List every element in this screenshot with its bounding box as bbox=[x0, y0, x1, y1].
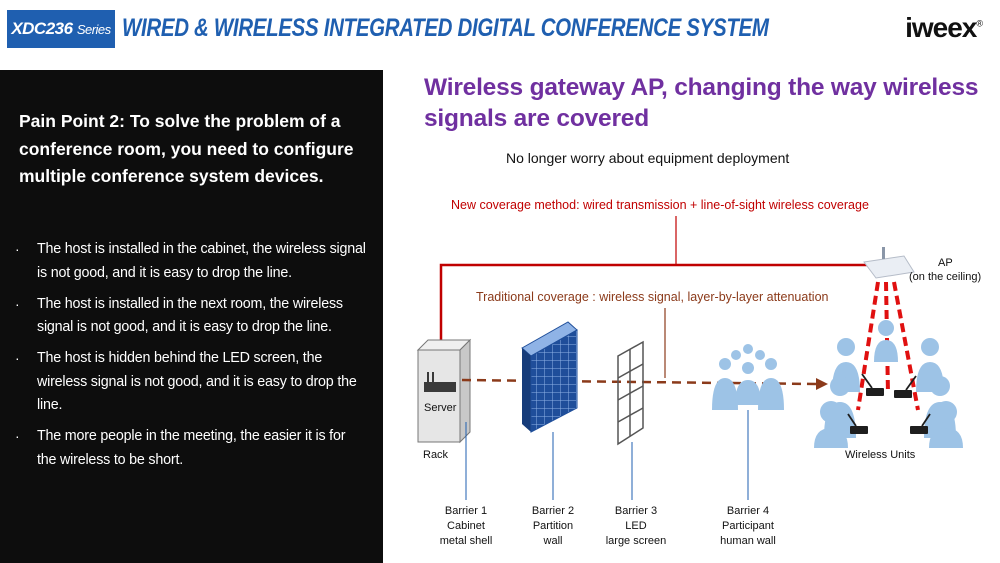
barrier-1-title: Barrier 1 bbox=[445, 505, 487, 517]
partition-wall-icon bbox=[521, 321, 578, 433]
server-label: Server bbox=[424, 402, 457, 414]
barrier-labels: Barrier 1 Cabinet metal shell Barrier 2 … bbox=[440, 505, 776, 547]
series-name: XDC236 bbox=[11, 19, 73, 38]
series-badge: XDC236 Series bbox=[7, 10, 115, 48]
list-item: The more people in the meeting, the easi… bbox=[15, 425, 367, 472]
list-item: The host is hidden behind the LED screen… bbox=[15, 347, 367, 418]
barrier-4-line2: Participant bbox=[722, 520, 774, 532]
participant-group-icon bbox=[712, 344, 784, 410]
barrier-3-title: Barrier 3 bbox=[615, 505, 657, 517]
rack-label: Rack bbox=[423, 449, 449, 461]
barrier-2-line3: wall bbox=[543, 535, 563, 547]
ap-wireless-beams bbox=[856, 281, 920, 411]
barrier-3-line3: large screen bbox=[606, 535, 667, 547]
conference-participants-icon bbox=[814, 320, 963, 448]
ap-sublabel: (on the ceiling) bbox=[909, 271, 981, 283]
subtitle: No longer worry about equipment deployme… bbox=[506, 150, 790, 166]
barrier-pointers bbox=[465, 410, 749, 500]
main-title: Wireless gateway AP, changing the way wi… bbox=[424, 74, 979, 132]
barrier-4-line3: human wall bbox=[720, 535, 776, 547]
wireless-units-label: Wireless Units bbox=[845, 449, 916, 461]
series-suffix: Series bbox=[76, 22, 111, 37]
new-coverage-label: New coverage method: wired transmission … bbox=[451, 198, 869, 212]
left-panel: Pain Point 2: To solve the problem of a … bbox=[0, 70, 383, 563]
list-item: The host is installed in the cabinet, th… bbox=[15, 238, 367, 285]
ap-device-icon bbox=[863, 247, 915, 279]
wired-transmission-line bbox=[439, 263, 872, 368]
barrier-2-title: Barrier 2 bbox=[532, 505, 574, 517]
coverage-diagram: New coverage method: wired transmission … bbox=[416, 198, 981, 547]
pain-point-list: The host is installed in the cabinet, th… bbox=[15, 238, 367, 480]
wireless-microphone-units-icon bbox=[847, 373, 931, 434]
barrier-2-line2: Partition bbox=[533, 520, 573, 532]
ap-label: AP bbox=[938, 257, 953, 269]
brand-mark: ® bbox=[976, 18, 983, 29]
led-screen-frame-icon bbox=[617, 340, 644, 446]
traditional-signal-arrowhead bbox=[816, 378, 828, 390]
barrier-1-line3: metal shell bbox=[440, 535, 493, 547]
barrier-1-line2: Cabinet bbox=[447, 520, 485, 532]
brand-logo: iweex® bbox=[905, 12, 983, 44]
rack-server-icon bbox=[416, 338, 472, 444]
barrier-3-line2: LED bbox=[625, 520, 646, 532]
traditional-coverage-label: Traditional coverage : wireless signal, … bbox=[476, 290, 829, 304]
brand-name: iweex bbox=[905, 12, 977, 43]
header: XDC236 Series WIRED & WIRELESS INTEGRATE… bbox=[0, 0, 1000, 68]
barrier-4-title: Barrier 4 bbox=[727, 505, 769, 517]
header-title: WIRED & WIRELESS INTEGRATED DIGITAL CONF… bbox=[122, 14, 769, 42]
pain-point-title: Pain Point 2: To solve the problem of a … bbox=[19, 111, 354, 186]
list-item: The host is installed in the next room, … bbox=[15, 293, 367, 340]
